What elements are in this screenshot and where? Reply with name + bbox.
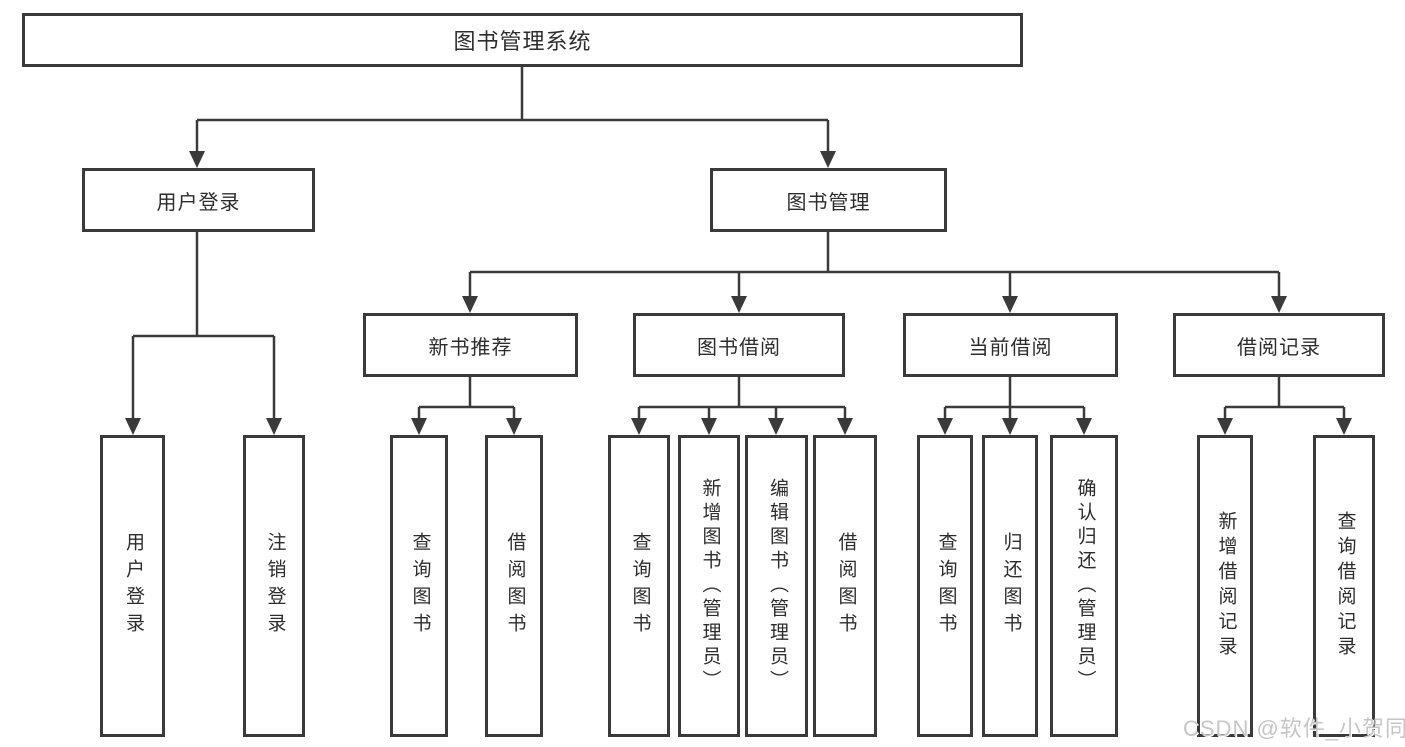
node-root: 图书管理系统 bbox=[22, 13, 1023, 67]
node-user-login: 用户登录 bbox=[82, 168, 315, 232]
leaf-add-borrow-record: 新增借阅记录 bbox=[1197, 435, 1253, 737]
leaf-user-login: 用户登录 bbox=[100, 435, 165, 737]
leaf-borrow-books-recommend: 借阅图书 bbox=[485, 435, 543, 737]
leaf-query-books-borrow: 查询图书 bbox=[608, 435, 670, 737]
leaf-confirm-return-admin: 确认归还（管理员） bbox=[1050, 435, 1118, 737]
node-borrow-records: 借阅记录 bbox=[1173, 313, 1385, 377]
leaf-query-books-recommend: 查询图书 bbox=[390, 435, 448, 737]
node-new-book-recommend: 新书推荐 bbox=[363, 313, 578, 377]
watermark: CSDN @软件_小贺同学 bbox=[1183, 716, 1405, 741]
leaf-logout: 注销登录 bbox=[243, 435, 305, 737]
leaf-query-books-current: 查询图书 bbox=[917, 435, 973, 737]
leaf-edit-book-admin: 编辑图书（管理员） bbox=[745, 435, 808, 737]
leaf-return-books: 归还图书 bbox=[982, 435, 1038, 737]
leaf-query-borrow-record: 查询借阅记录 bbox=[1313, 435, 1375, 737]
leaf-borrow-books: 借阅图书 bbox=[813, 435, 877, 737]
node-book-borrow: 图书借阅 bbox=[633, 313, 845, 377]
leaf-add-book-admin: 新增图书（管理员） bbox=[678, 435, 740, 737]
node-book-management: 图书管理 bbox=[710, 168, 947, 232]
node-current-borrow: 当前借阅 bbox=[903, 313, 1118, 377]
